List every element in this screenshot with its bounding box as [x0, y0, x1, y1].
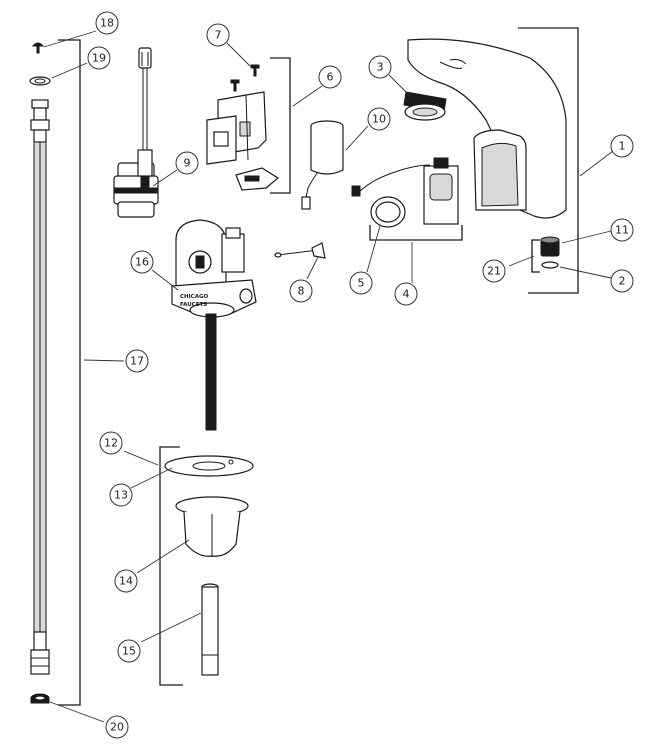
leader-8 — [306, 256, 319, 280]
part-17-supply-hose — [30, 99, 50, 675]
callout-14: 14 — [114, 569, 138, 593]
leader-14 — [136, 539, 190, 574]
part-20-hose-washer — [30, 693, 50, 704]
callout-7: 7 — [206, 23, 230, 47]
part-16-control-body: CHICAGO FAUCETS — [171, 219, 257, 431]
svg-text:1: 1 — [619, 140, 626, 153]
svg-text:15: 15 — [122, 645, 136, 658]
brand-line-1: CHICAGO — [180, 294, 208, 300]
group-brackets — [58, 27, 579, 706]
svg-text:9: 9 — [184, 157, 191, 170]
svg-text:16: 16 — [135, 256, 149, 269]
callout-12: 12 — [99, 431, 123, 455]
leader-7 — [226, 42, 251, 67]
svg-text:7: 7 — [215, 29, 222, 42]
part-8-plunger — [274, 242, 326, 259]
svg-text:14: 14 — [119, 575, 133, 588]
leader-19 — [51, 62, 88, 79]
callout-15: 15 — [117, 639, 141, 663]
callout-9: 9 — [175, 151, 199, 175]
callout-10: 10 — [367, 107, 391, 131]
leader-16 — [151, 269, 179, 291]
callout-13: 13 — [109, 483, 133, 507]
leader-2 — [559, 266, 612, 279]
svg-text:10: 10 — [372, 113, 386, 126]
leader-15 — [140, 612, 202, 643]
leader-13 — [130, 467, 173, 489]
part-6-sensor-housing — [206, 91, 280, 191]
leader-21 — [508, 255, 535, 267]
callout-19: 19 — [87, 46, 111, 70]
bracket-6-housing — [270, 57, 291, 194]
svg-text:8: 8 — [298, 285, 305, 298]
svg-text:11: 11 — [615, 224, 629, 237]
svg-text:3: 3 — [377, 61, 384, 74]
leader-6 — [292, 85, 323, 107]
brand-line-2: FAUCETS — [180, 302, 207, 308]
part-4-sensor-module — [351, 157, 459, 225]
leader-11 — [561, 230, 612, 244]
callout-1: 1 — [610, 134, 634, 158]
svg-text:18: 18 — [100, 17, 114, 30]
leader-17 — [83, 359, 125, 362]
callout-11: 11 — [610, 218, 634, 242]
callout-20: 20 — [105, 715, 129, 739]
callout-6: 6 — [318, 65, 342, 89]
bracket-17-supply-hose — [58, 39, 81, 706]
leader-20 — [49, 701, 105, 723]
part-14-gasket-cup — [175, 496, 249, 557]
bracket-4-sensor — [369, 225, 463, 241]
part-11-cartridge — [540, 236, 560, 257]
part-15-tube — [201, 583, 219, 676]
part-2-o-ring — [541, 261, 559, 269]
callout-3: 3 — [368, 55, 392, 79]
part-7-screws — [230, 64, 260, 92]
part-5-sensor-ring — [370, 196, 406, 228]
part-9-solenoid-valve — [113, 47, 159, 218]
leader-9 — [152, 169, 178, 187]
leader-lines — [43, 30, 614, 723]
part-1-spout — [407, 38, 567, 219]
svg-text:2: 2 — [619, 275, 626, 288]
part-18-screw — [31, 42, 45, 54]
callout-8: 8 — [289, 279, 313, 303]
svg-text:21: 21 — [487, 265, 501, 278]
leader-10 — [345, 125, 369, 151]
leader-5 — [366, 225, 381, 273]
callout-17: 17 — [125, 349, 149, 373]
leader-1 — [579, 150, 614, 177]
svg-text:12: 12 — [104, 437, 118, 450]
callout-18: 18 — [95, 11, 119, 35]
svg-text:5: 5 — [358, 277, 365, 290]
part-19-washer — [29, 76, 51, 86]
svg-text:6: 6 — [327, 71, 334, 84]
callout-2: 2 — [610, 269, 634, 293]
leader-12 — [123, 450, 159, 466]
part-10-battery — [301, 120, 344, 210]
callout-4: 4 — [394, 282, 418, 306]
callout-21: 21 — [482, 259, 506, 283]
bracket-1-spout — [518, 27, 579, 294]
callout-16: 16 — [130, 250, 154, 274]
callout-5: 5 — [349, 271, 373, 295]
leader-3 — [388, 74, 411, 97]
callout-balloons: 1 2 3 4 5 6 7 8 — [87, 11, 634, 739]
part-13-mounting-plate — [164, 455, 254, 477]
leader-18 — [43, 30, 97, 48]
svg-text:20: 20 — [110, 721, 124, 734]
svg-text:4: 4 — [403, 288, 410, 301]
bracket-2-11-21 — [531, 239, 540, 273]
svg-text:19: 19 — [92, 52, 106, 65]
part-3-aerator — [403, 91, 447, 121]
bracket-12-15-mounting — [159, 446, 183, 686]
svg-text:13: 13 — [114, 489, 128, 502]
svg-text:17: 17 — [130, 355, 144, 368]
